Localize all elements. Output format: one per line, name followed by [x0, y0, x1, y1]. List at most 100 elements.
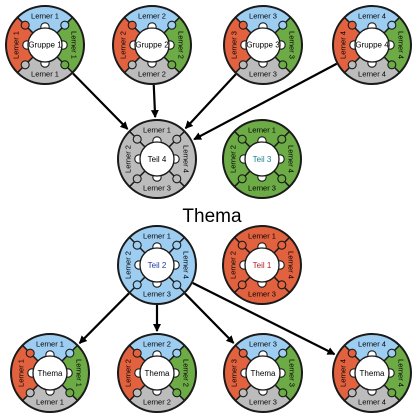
- center-fill: [141, 143, 173, 175]
- segment-label: Lerner 3: [287, 31, 296, 59]
- puzzle-knob: [237, 280, 247, 290]
- segment-label: Lerner 4: [339, 31, 348, 59]
- center-fill: [141, 357, 173, 389]
- title-thema: Thema: [182, 206, 242, 227]
- segment-label: Lerner 2: [181, 359, 190, 387]
- segment-label: Lerner 1: [74, 359, 83, 387]
- puzzle-outline: [332, 333, 412, 413]
- puzzle-knob: [172, 280, 182, 290]
- center-fill: [29, 29, 61, 61]
- center-fill: [34, 357, 66, 389]
- puzzle-knob: [278, 60, 288, 70]
- puzzle-outline: [117, 225, 197, 305]
- segment-label: Lerner 3: [230, 31, 239, 59]
- segment-label: Lerner 3: [248, 290, 276, 299]
- puzzle-knob: [347, 348, 357, 358]
- puzzle-knob: [60, 20, 70, 30]
- center-fill: [136, 29, 168, 61]
- puzzle-knob: [132, 388, 142, 398]
- puzzle-knob: [387, 388, 397, 398]
- center-fill: [141, 249, 173, 281]
- puzzle-outline: [5, 5, 85, 85]
- puzzle-outline: [222, 225, 302, 305]
- segment-label: Lerner 3: [249, 70, 277, 79]
- puzzle-center-label: Thema: [251, 369, 276, 378]
- segment-label: Lerner 3: [143, 290, 171, 299]
- segment-label: Lerner 1: [248, 232, 276, 241]
- segment-label: Lerner 4: [396, 31, 405, 59]
- center-fill: [247, 29, 279, 61]
- puzzle-knob: [20, 60, 30, 70]
- puzzle-knob: [132, 348, 142, 358]
- segment-label: Lerner 3: [230, 359, 239, 387]
- puzzle-outline: [223, 5, 303, 85]
- puzzle-knob: [387, 348, 397, 358]
- puzzle-knob: [127, 20, 137, 30]
- flow-arrow: [150, 84, 159, 119]
- segment-label: Lerner 2: [138, 70, 166, 79]
- puzzle-outline: [117, 119, 197, 199]
- puzzle-knob: [20, 20, 30, 30]
- segment-label: Lerner 2: [143, 398, 171, 407]
- puzzle-knob: [277, 280, 287, 290]
- puzzle-knob: [172, 348, 182, 358]
- puzzle-knob: [278, 388, 288, 398]
- puzzle-outline: [10, 333, 90, 413]
- segment-label: Lerner 2: [124, 359, 133, 387]
- puzzle-center-label: Teil 3: [253, 155, 272, 164]
- flow-arrow: [78, 292, 130, 344]
- segment-label: Lerner 2: [138, 12, 166, 21]
- center-fill: [356, 29, 388, 61]
- segment-label: Lerner 4: [339, 359, 348, 387]
- segment-label: Lerner 4: [396, 359, 405, 387]
- puzzle-knob: [237, 240, 247, 250]
- puzzle-center-label: Teil 4: [148, 155, 167, 164]
- segment-label: Lerner 3: [249, 340, 277, 349]
- segment-label: Lerner 2: [124, 251, 133, 279]
- segment-label: Lerner 1: [17, 359, 26, 387]
- puzzle-outline: [112, 5, 192, 85]
- segment-label: Lerner 3: [248, 184, 276, 193]
- puzzle-center-label: Gruppe 3: [246, 40, 280, 49]
- puzzle-outline: [222, 119, 302, 199]
- puzzle-knob: [278, 348, 288, 358]
- puzzle-outline: [332, 5, 412, 85]
- segment-label: Lerner 2: [143, 340, 171, 349]
- puzzle-outline: [117, 333, 197, 413]
- puzzle-center-label: Thema: [38, 369, 63, 378]
- segment-label: Lerner 2: [119, 31, 128, 59]
- segment-label: Lerner 4: [358, 398, 386, 407]
- puzzle-knob: [277, 240, 287, 250]
- puzzle-knob: [277, 134, 287, 144]
- puzzle-knob: [127, 60, 137, 70]
- center-fill: [246, 249, 278, 281]
- puzzle-knob: [167, 60, 177, 70]
- segment-label: Lerner 2: [176, 31, 185, 59]
- puzzle-center-label: Teil 2: [148, 261, 167, 270]
- segment-label: Lerner 3: [287, 359, 296, 387]
- puzzle-knob: [167, 20, 177, 30]
- segment-label: Lerner 3: [143, 184, 171, 193]
- puzzle-knob: [387, 60, 397, 70]
- segment-label: Lerner 1: [143, 232, 171, 241]
- puzzle-knob: [132, 280, 142, 290]
- segment-label: Lerner 4: [358, 70, 386, 79]
- puzzle-outline: [223, 333, 303, 413]
- segment-label: Lerner 1: [31, 70, 59, 79]
- puzzle-knob: [25, 388, 35, 398]
- center-fill: [246, 143, 278, 175]
- puzzle-knob: [347, 60, 357, 70]
- segment-label: Lerner 3: [249, 12, 277, 21]
- segment-label: Lerner 4: [286, 145, 295, 173]
- segment-label: Lerner 4: [358, 12, 386, 21]
- segment-label: Lerner 4: [286, 251, 295, 279]
- puzzle-knob: [25, 348, 35, 358]
- flow-arrow: [184, 73, 237, 129]
- puzzle-center-label: Thema: [145, 369, 170, 378]
- center-fill: [356, 357, 388, 389]
